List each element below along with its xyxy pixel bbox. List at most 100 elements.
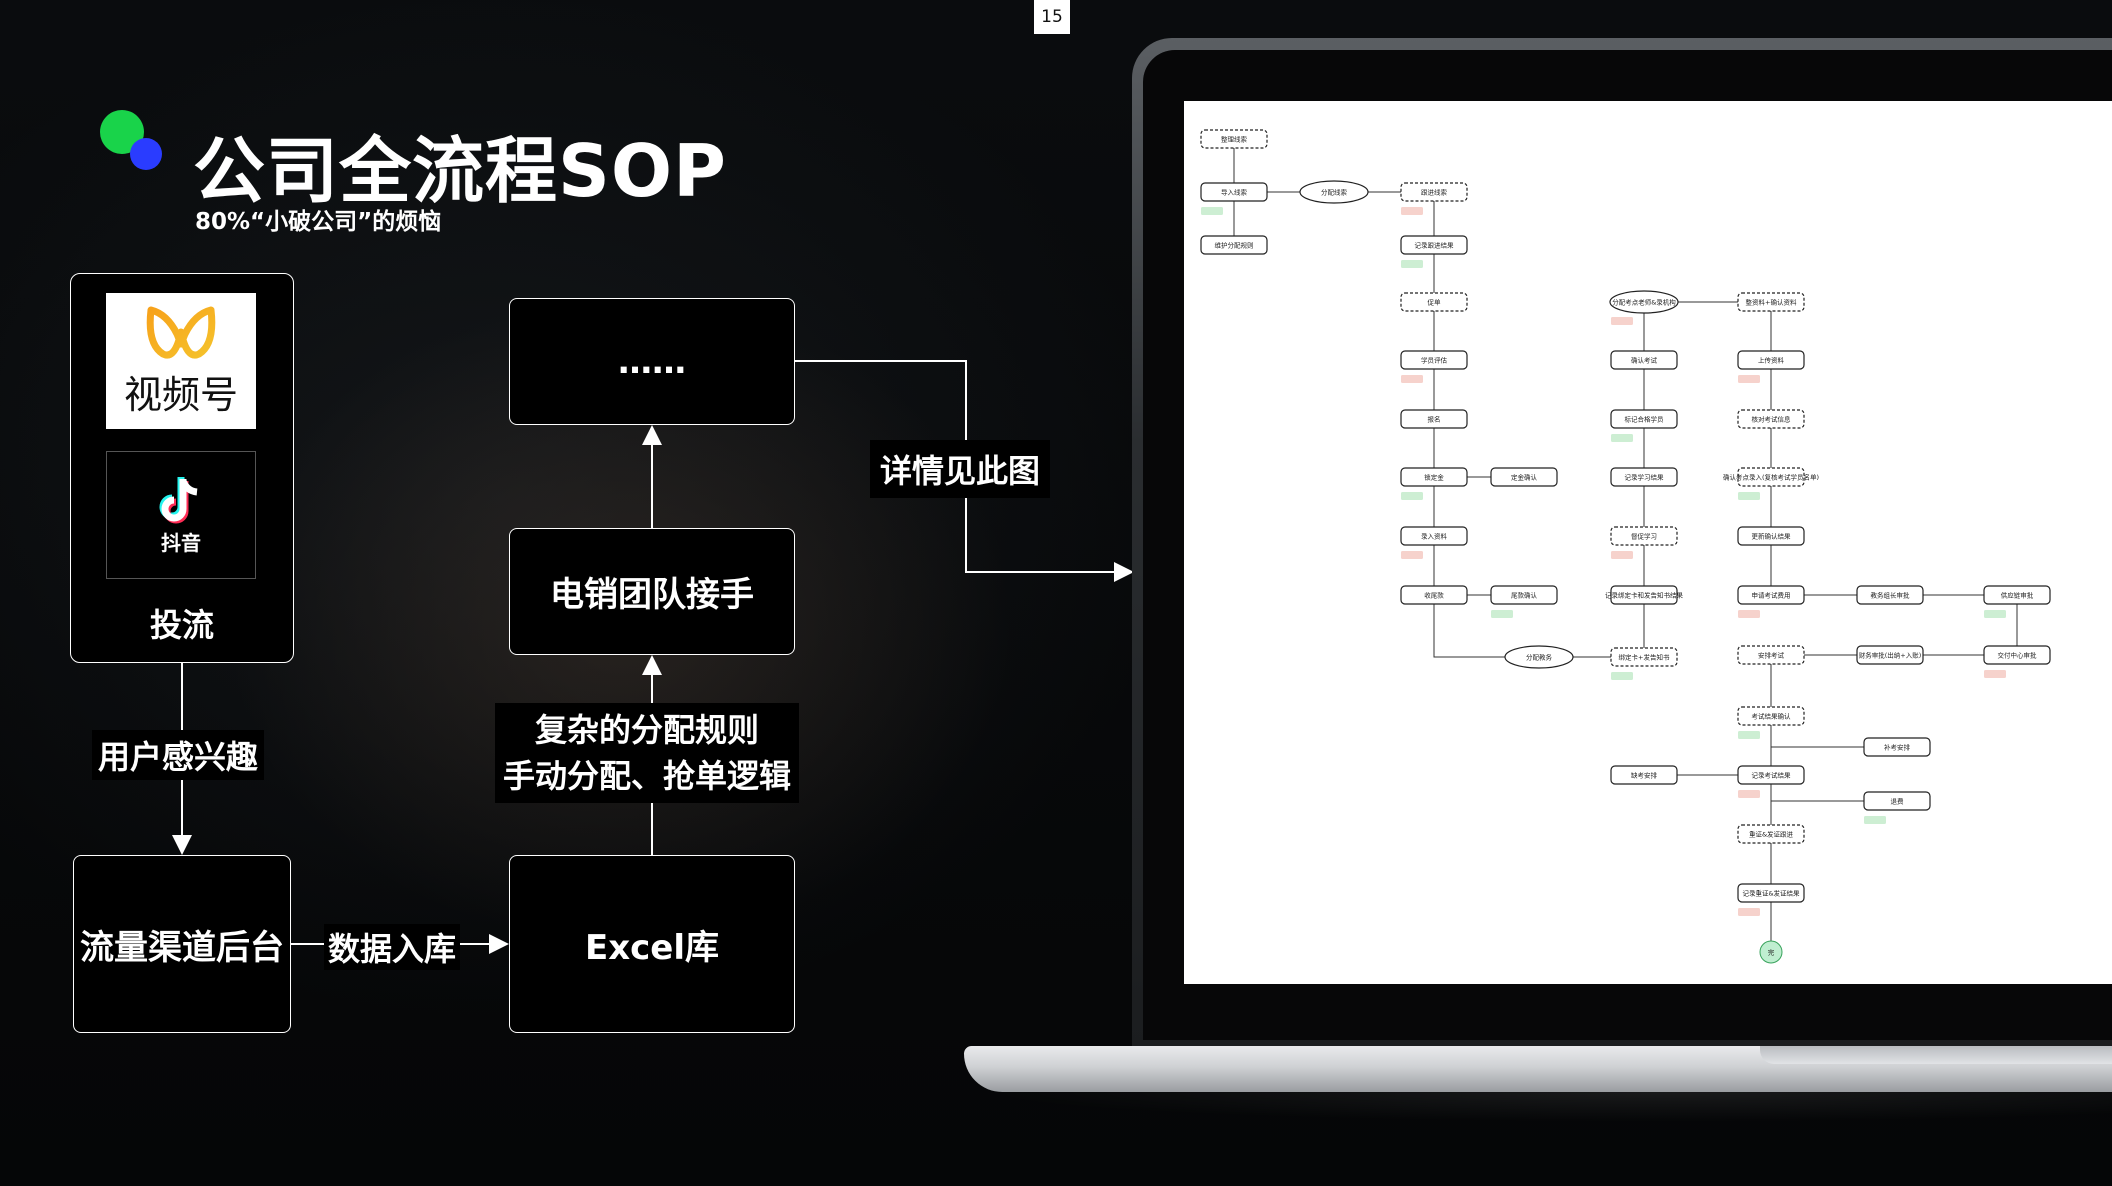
flowchart-decision-node (1609, 290, 1679, 314)
flowchart-node (1737, 883, 1805, 903)
flowchart-node-label: 财务审批(出纳+入账) (1859, 651, 1922, 660)
flowchart-node (1737, 645, 1805, 665)
flowchart-tag (1738, 492, 1760, 500)
laptop-shadow (980, 1092, 2112, 1122)
flowchart-tag (1401, 492, 1423, 500)
flowchart-node-label: 跟进线索 (1421, 188, 1448, 197)
flowchart-node (1737, 467, 1805, 487)
flowchart-node (1856, 645, 1924, 665)
flowchart-tag (1401, 551, 1423, 559)
data-entry-text: 数据入库 (328, 930, 457, 968)
flowchart-node (1983, 585, 2051, 605)
flowchart-node (1400, 292, 1468, 312)
flowchart-tag (1401, 207, 1423, 215)
flowchart-node (1737, 409, 1805, 429)
weixin-channels-logo: 视频号 (106, 293, 256, 429)
more-box: …… (509, 298, 795, 425)
channel-backend-label: 流量渠道后台 (80, 927, 284, 968)
flowchart-node (1737, 350, 1805, 370)
flowchart-node (1610, 765, 1678, 785)
page-title: 公司全流程SOP (193, 129, 727, 213)
flowchart-tag (1864, 816, 1886, 824)
flowchart-node-label: 确认考点录入(复核考试学员名单) (1723, 473, 1819, 482)
flowchart-node (1400, 585, 1468, 605)
ad-placement-label: 投流 (149, 606, 214, 644)
flowchart-node (1490, 467, 1558, 487)
flowchart-node (1737, 706, 1805, 726)
user-interest-label: 用户感兴趣 (92, 730, 265, 780)
douyin-logo: 抖音 (106, 451, 256, 579)
flowchart-node-label: 记录重证&发证结果 (1742, 889, 1800, 898)
flowchart-node (1737, 824, 1805, 844)
flowchart-node (1400, 235, 1468, 255)
flowchart-node-label: 报名 (1428, 415, 1441, 424)
flowchart-node-label: 尾款确认 (1511, 591, 1538, 600)
weixin-channels-name: 视频号 (123, 372, 238, 417)
flowchart-node-label: 更新确认结果 (1752, 532, 1792, 541)
more-label: …… (618, 341, 686, 382)
flowchart-node (1983, 645, 2051, 665)
flowchart-node (1400, 350, 1468, 370)
flowchart-connector (1433, 595, 1539, 658)
flowchart-node (1200, 182, 1268, 202)
flowchart-node-label: 录入资料 (1421, 532, 1448, 541)
sales-team-label: 电销团队接手 (550, 575, 754, 615)
brand-dots-icon (100, 110, 170, 170)
flowchart-node-label: 整资料+确认资料 (1746, 298, 1797, 307)
flowchart-node-label: 分配教务 (1526, 653, 1553, 662)
rules-line-1: 复杂的分配规则 (535, 711, 760, 749)
flowchart-node-label: 补考安排 (1884, 743, 1911, 752)
flowchart-node (1400, 409, 1468, 429)
flowchart-node-label: 记录绑定卡和发告知书结果 (1605, 591, 1684, 600)
flowchart-tag (1611, 317, 1633, 325)
excel-box: Excel库 (509, 855, 795, 1033)
flowchart-node-label: 安排考试 (1758, 651, 1785, 660)
flowchart-decision-node (1504, 645, 1574, 669)
flowchart-node-label: 督促学习 (1631, 532, 1657, 541)
flowchart-node (1863, 737, 1931, 757)
flowchart-node-label: 交付中心审批 (1998, 651, 2038, 660)
flowchart-node (1856, 585, 1924, 605)
flowchart-node (1610, 585, 1678, 605)
flowchart-node-label: 锁定金 (1424, 473, 1444, 482)
flowchart-node (1610, 526, 1678, 546)
flowchart-node (1490, 585, 1558, 605)
flowchart-tag (1738, 731, 1760, 739)
flowchart-node-label: 教务组长审批 (1871, 591, 1911, 600)
flowchart-node (1737, 292, 1805, 312)
flowchart-tag (1611, 672, 1633, 680)
flowchart-node (1610, 647, 1678, 667)
flowchart-tag (1738, 790, 1760, 798)
flowchart-node-label: 绑定卡+发告知书 (1619, 653, 1670, 662)
flowchart-node (1863, 791, 1931, 811)
flowchart-node-label: 缺考安排 (1631, 771, 1658, 780)
see-detail-label: 详情见此图 (870, 440, 1051, 498)
flowchart-node-label: 导入线索 (1221, 188, 1248, 197)
flowchart-tag (1401, 375, 1423, 383)
page-number: 15 (1034, 0, 1070, 34)
flowchart-node-label: 整理线索 (1221, 135, 1248, 144)
flowchart-node (1200, 129, 1268, 149)
flowchart-decision-node (1299, 180, 1369, 204)
sales-team-box: 电销团队接手 (509, 528, 795, 655)
flowchart-tag (1738, 610, 1760, 618)
flowchart-node (1400, 467, 1468, 487)
flowchart-node-label: 完 (1768, 948, 1775, 957)
flowchart-node (1610, 350, 1678, 370)
sop-flowchart: 整理线索导入线索分配线索跟进线索维护分配规则记录跟进结果促单学员评估报名锁定金定… (1200, 129, 2051, 964)
page-subtitle: 80%“小破公司”的烦恼 (195, 209, 442, 235)
flowchart-tag (1401, 260, 1423, 268)
flowchart-node-label: 分配考点老师&录机构 (1612, 298, 1676, 307)
flowchart-node (1610, 409, 1678, 429)
flowchart-node (1400, 182, 1468, 202)
flowchart-tag (1611, 551, 1633, 559)
flowchart-node-label: 核对考试信息 (1752, 415, 1792, 424)
flowchart-node (1610, 467, 1678, 487)
flowchart-node-label: 供应链审批 (2001, 591, 2034, 600)
flowchart-end-node (1759, 940, 1783, 964)
weixin-channels-icon (146, 306, 216, 358)
flowchart-node (1737, 765, 1805, 785)
assignment-rules-label: 复杂的分配规则 手动分配、抢单逻辑 (495, 703, 800, 803)
laptop-base-notch (1760, 1046, 2112, 1064)
flowchart-tag (1738, 908, 1760, 916)
